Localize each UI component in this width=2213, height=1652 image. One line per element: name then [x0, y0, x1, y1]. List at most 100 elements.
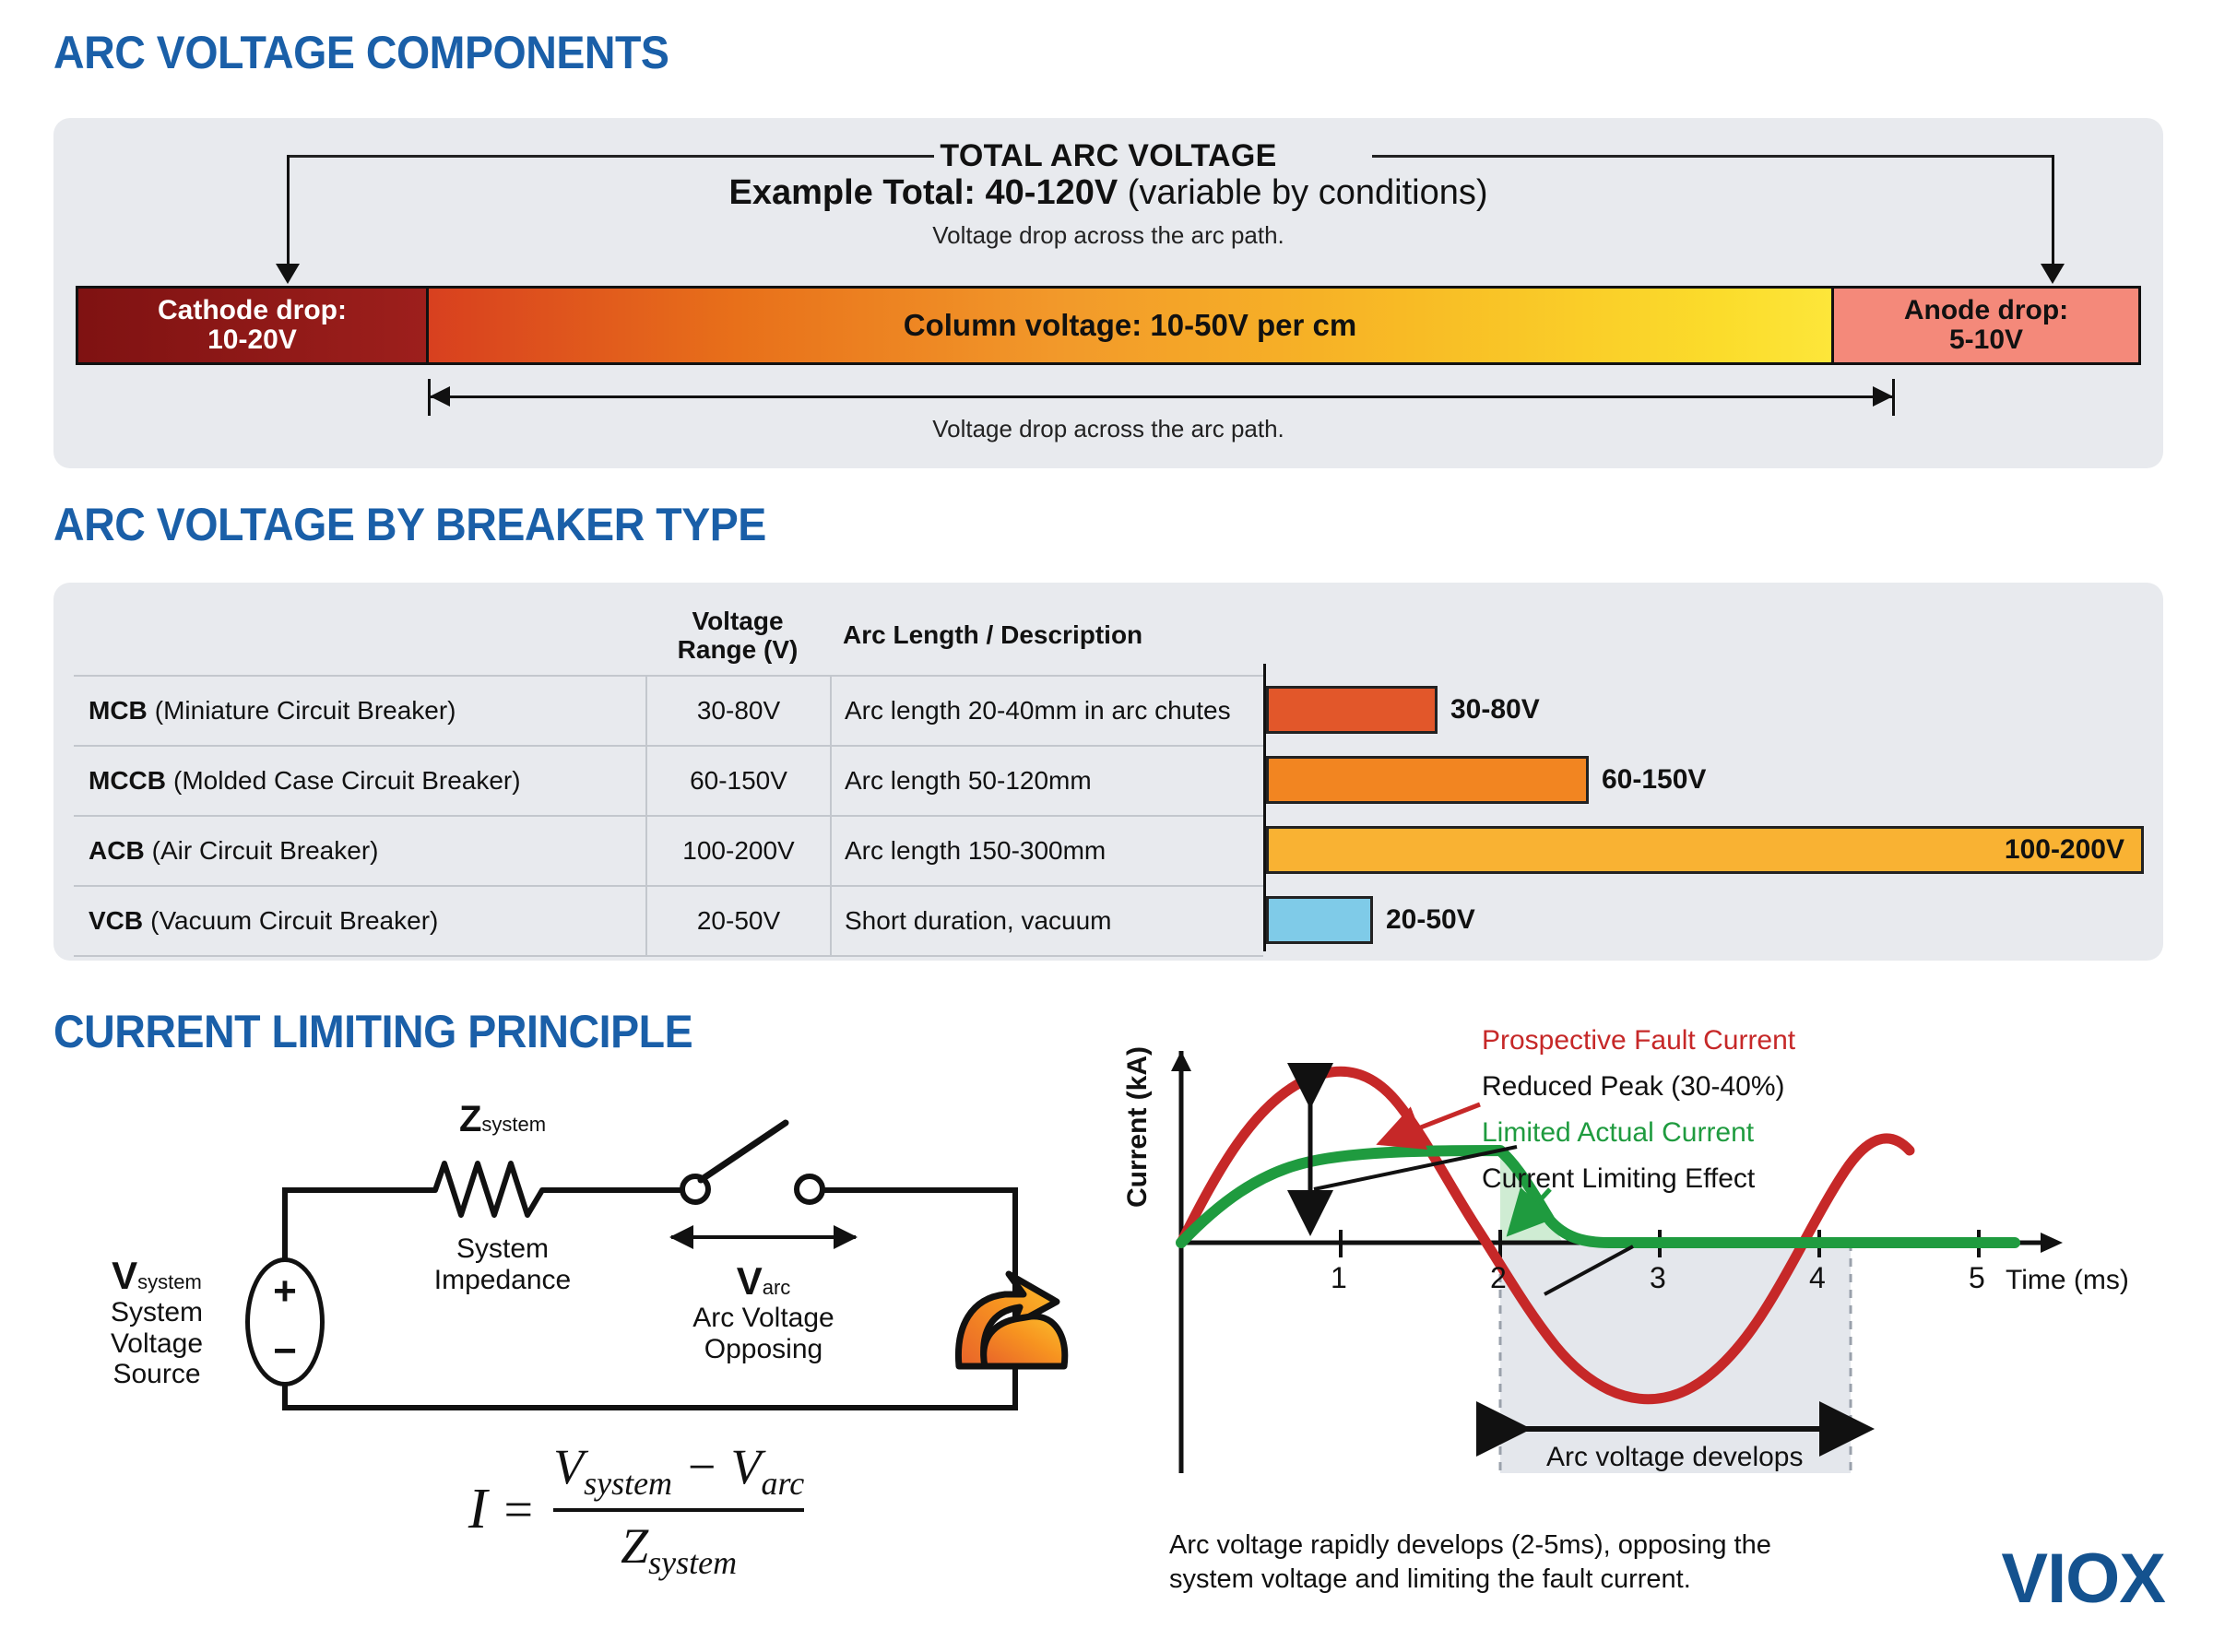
source-plus: +	[273, 1268, 297, 1315]
table-row: MCB (Miniature Circuit Breaker) 30-80V A…	[74, 675, 1263, 745]
wire-mid	[577, 1187, 688, 1193]
x-axis-arrowhead	[2041, 1233, 2063, 1253]
num-operator: −	[672, 1439, 731, 1494]
z-symbol: Z	[458, 1099, 482, 1139]
header-description: Arc Length / Description	[843, 620, 1143, 650]
den-z: Z	[621, 1517, 649, 1574]
total-arc-voltage-label: TOTAL ARC VOLTAGE	[940, 138, 1277, 173]
row-abbr: MCCB	[89, 766, 166, 795]
formula-lhs: I	[467, 1478, 488, 1541]
v-symbol: V	[112, 1254, 138, 1297]
current-limiting-circuit-diagram: + − Zsystem System Impedance Vsystem Sys…	[55, 1088, 1079, 1410]
footer-caption: Arc voltage rapidly develops (2-5ms), op…	[1169, 1528, 1771, 1597]
resistor-symbol	[424, 1161, 581, 1218]
bar-mccb	[1266, 756, 1589, 804]
xtick-4: 4	[1809, 1261, 1826, 1294]
row-type: VCB (Vacuum Circuit Breaker)	[74, 887, 645, 955]
legend-current-limiting-effect: Current Limiting Effect	[1482, 1163, 1756, 1194]
bar-label-acb: 100-200V	[2004, 834, 2124, 865]
wire-left-upper	[282, 1187, 288, 1259]
legend-reduced-peak: Reduced Peak (30-40%)	[1482, 1071, 1785, 1102]
row-full: (Vacuum Circuit Breaker)	[150, 906, 439, 935]
breaker-table-panel: Voltage Range (V) Arc Length / Descripti…	[53, 583, 2163, 961]
formula-denominator: Zsystem	[621, 1517, 737, 1582]
voltage-source-symbol: + −	[245, 1257, 325, 1386]
table-bottom-rule	[74, 955, 1263, 957]
row-description: Arc length 50-120mm	[830, 747, 1263, 815]
table-row: VCB (Vacuum Circuit Breaker) 20-50V Shor…	[74, 885, 1263, 955]
column-label: Column voltage: 10-50V per cm	[903, 308, 1357, 343]
header-type	[74, 596, 645, 675]
row-voltage-range: 20-50V	[645, 887, 830, 955]
legend-prospective-fault-current: Prospective Fault Current	[1482, 1025, 1796, 1056]
row-full: (Molded Case Circuit Breaker)	[173, 766, 521, 795]
example-total-text: Example Total: 40-120V (variable by cond…	[53, 173, 2163, 213]
num-v2-sub: arc	[761, 1464, 805, 1502]
row-voltage-range: 100-200V	[645, 817, 830, 885]
row-type: ACB (Air Circuit Breaker)	[74, 817, 645, 885]
bar-chart-axis	[1263, 664, 1266, 951]
varc-line1: Arc Voltage	[692, 1303, 834, 1334]
bar-row-mcb: 30-80V	[1266, 675, 1540, 745]
arc-flash-icon	[954, 1270, 1069, 1370]
source-minus: −	[273, 1328, 297, 1375]
example-total-value: 40-120V	[985, 173, 1118, 212]
v-system-line1: System	[110, 1297, 204, 1328]
total-rule-left	[289, 155, 934, 158]
num-v1: V	[553, 1439, 585, 1494]
den-z-sub: system	[648, 1543, 738, 1581]
varc-line2: Opposing	[704, 1333, 823, 1364]
z-subscript: system	[481, 1113, 547, 1136]
y-axis-arrowhead	[1171, 1051, 1191, 1071]
section-title-arc-voltage-by-breaker-type: ARC VOLTAGE BY BREAKER TYPE	[53, 499, 766, 550]
cathode-pointer-line	[287, 155, 290, 267]
system-impedance-line2: Impedance	[433, 1264, 572, 1295]
bar-label-vcb: 20-50V	[1386, 904, 1475, 935]
cathode-pointer-arrowhead	[276, 264, 300, 284]
num-v1-sub: system	[584, 1464, 673, 1502]
v-subscript: system	[137, 1270, 202, 1293]
bar-vcb	[1266, 896, 1373, 944]
anode-label-line2: 5-10V	[1948, 324, 2024, 355]
viox-logo: VIOX	[2001, 1540, 2166, 1618]
leader-reduced-peak	[1313, 1145, 1518, 1191]
switch-symbol	[680, 1119, 825, 1205]
segment-anode-drop: Anode drop: 5-10V	[1834, 289, 2138, 362]
anode-pointer-arrowhead	[2041, 264, 2065, 284]
leader-limited	[1506, 1186, 1555, 1237]
section-title-arc-voltage-components: ARC VOLTAGE COMPONENTS	[53, 27, 669, 78]
v-system-line2: Voltage	[110, 1328, 204, 1359]
xtick-5: 5	[1969, 1261, 1985, 1294]
xtick-2: 2	[1490, 1261, 1507, 1294]
wire-top-right	[822, 1187, 1018, 1193]
total-rule-right	[1372, 155, 2054, 158]
bar-row-vcb: 20-50V	[1266, 885, 1475, 955]
arc-voltage-develops-label: Arc voltage develops	[1546, 1442, 1804, 1472]
arc-voltage-gradient-strip: Cathode drop: 10-20V Column voltage: 10-…	[76, 286, 2141, 365]
table-header-row: Voltage Range (V) Arc Length / Descripti…	[74, 596, 1263, 675]
arc-path-caption-bottom: Voltage drop across the arc path.	[932, 415, 1284, 442]
v-arc-label: Varc Arc Voltage Opposing	[653, 1259, 874, 1364]
row-abbr: MCB	[89, 696, 148, 725]
header-voltage-range: Voltage Range (V)	[645, 596, 830, 675]
waveform-plot	[1171, 1051, 2063, 1473]
bar-mcb	[1266, 686, 1438, 734]
row-type: MCCB (Molded Case Circuit Breaker)	[74, 747, 645, 815]
segment-cathode-drop: Cathode drop: 10-20V	[78, 289, 429, 362]
z-system-label: Zsystem	[424, 1099, 581, 1140]
formula-fraction: Vsystem − Varc Zsystem	[553, 1438, 805, 1582]
wire-bottom	[282, 1405, 1018, 1410]
arc-path-caption-top: Voltage drop across the arc path.	[932, 221, 1284, 249]
row-abbr: ACB	[89, 836, 145, 865]
cathode-label-line2: 10-20V	[207, 324, 297, 355]
limited-actual-current-curve	[1176, 1145, 2020, 1248]
header-voltage-line2: Range (V)	[677, 635, 799, 664]
wire-top-left	[282, 1187, 432, 1193]
current-formula: I = Vsystem − Varc Zsystem	[350, 1438, 922, 1582]
row-abbr: VCB	[89, 906, 144, 935]
bar-row-acb: 100-200V	[1266, 815, 2151, 885]
row-type: MCB (Miniature Circuit Breaker)	[74, 677, 645, 745]
arc-components-panel: TOTAL ARC VOLTAGE Example Total: 40-120V…	[53, 118, 2163, 468]
anode-pointer-line	[2052, 155, 2054, 267]
